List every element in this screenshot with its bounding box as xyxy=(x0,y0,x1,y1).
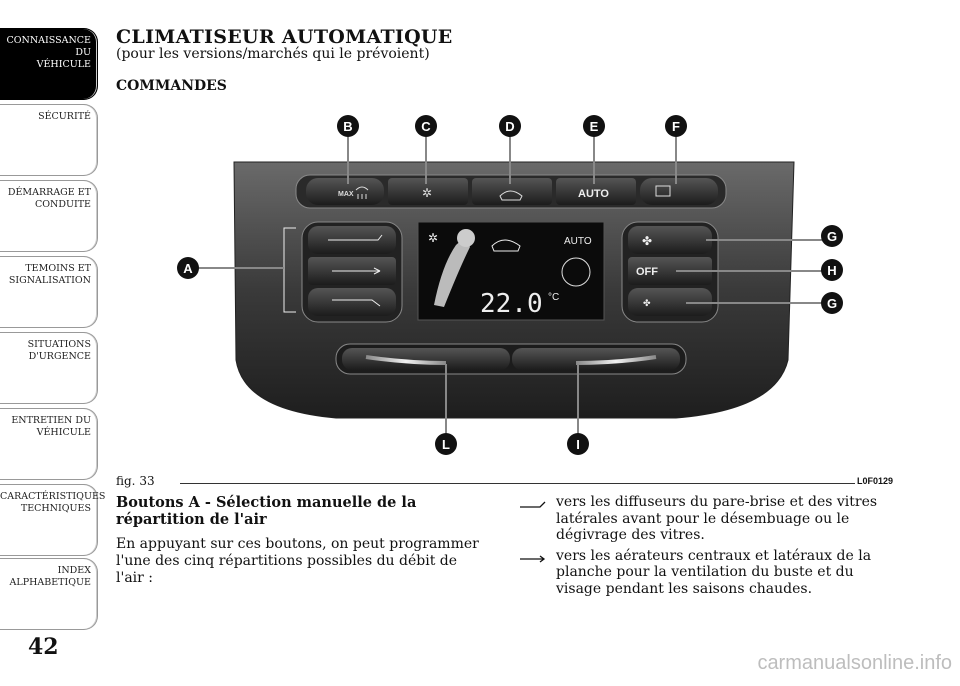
svg-text:C: C xyxy=(421,119,431,134)
tab-index-alphabetique[interactable]: INDEX ALPHABETIQUE xyxy=(0,558,98,630)
tab-caracteristiques-techniques[interactable]: CARACTÉRISTIQUES TECHNIQUES xyxy=(0,484,106,556)
recirculation-button[interactable] xyxy=(472,178,552,205)
tab-label: SITUATIONS D'URGENCE xyxy=(27,339,91,362)
tab-label: SÉCURITÉ xyxy=(38,111,91,122)
tab-label: CARACTÉRISTIQUES TECHNIQUES xyxy=(0,491,106,514)
watermark: carmanualsonline.info xyxy=(757,652,952,674)
bullet-text: vers les aérateurs centraux et latéraux … xyxy=(556,547,872,597)
figure-rule xyxy=(180,483,855,484)
left-temperature-control[interactable] xyxy=(342,348,510,370)
page-title: CLIMATISEUR AUTOMATIQUE xyxy=(116,26,453,48)
max-defrost-button[interactable]: MAX xyxy=(306,178,384,205)
right-temperature-control[interactable] xyxy=(512,348,680,370)
figure-code: L0F0129 xyxy=(857,476,894,486)
page-number: 42 xyxy=(28,634,59,660)
tab-situations-durgence[interactable]: SITUATIONS D'URGENCE xyxy=(0,332,98,404)
rear-defrost-button[interactable] xyxy=(640,178,718,205)
callout-c: C xyxy=(415,115,437,137)
fan-speed-up-button[interactable]: ✤ xyxy=(628,226,712,254)
callout-g-top: G xyxy=(821,225,843,247)
section-heading: COMMANDES xyxy=(116,78,227,94)
callout-i: I xyxy=(567,433,589,455)
callout-lines-dark xyxy=(198,132,822,434)
svg-text:G: G xyxy=(827,296,837,311)
tab-temoins-et-signalisation[interactable]: TEMOINS ET SIGNALISATION xyxy=(0,256,98,328)
climate-panel-figure: MAX ✲ AUTO ✲ AUTO 22.0 xyxy=(116,100,892,488)
svg-text:F: F xyxy=(672,119,680,134)
tab-label: DÉMARRAGE ET CONDUITE xyxy=(7,187,91,210)
tab-demarrage-et-conduite[interactable]: DÉMARRAGE ET CONDUITE xyxy=(0,180,98,252)
buttons-a-paragraph: En appuyant sur ces boutons, on peut pro… xyxy=(116,536,479,586)
callout-g-bottom: G xyxy=(821,292,843,314)
display-snowflake-icon: ✲ xyxy=(428,231,438,245)
svg-text:B: B xyxy=(343,119,352,134)
svg-text:G: G xyxy=(827,229,837,244)
list-item: vers les aérateurs centraux et latéraux … xyxy=(518,548,898,598)
svg-text:AUTO: AUTO xyxy=(564,236,592,247)
svg-text:AUTO: AUTO xyxy=(578,188,609,200)
bracket xyxy=(283,227,296,313)
callout-f: F xyxy=(665,115,687,137)
bullet-text: vers les diffuseurs du pare-brise et des… xyxy=(556,494,878,543)
svg-text:MAX: MAX xyxy=(338,191,354,198)
svg-text:L: L xyxy=(442,437,450,452)
buttons-a-heading: Boutons A - Sélection manuelle de la rép… xyxy=(116,494,417,528)
body-column-right: vers les diffuseurs du pare-brise et des… xyxy=(518,494,898,601)
callout-b: B xyxy=(337,115,359,137)
body-column-left: Boutons A - Sélection manuelle de la rép… xyxy=(116,494,486,587)
tab-entretien-du-vehicule[interactable]: ENTRETIEN DU VÉHICULE xyxy=(0,408,98,480)
center-distribution-button[interactable] xyxy=(308,257,396,285)
rear-window-defrost-icon xyxy=(655,185,671,197)
svg-text:D: D xyxy=(505,119,514,134)
display-recirculation-icon xyxy=(491,239,521,252)
tab-securite[interactable]: SÉCURITÉ xyxy=(0,104,98,176)
snowflake-icon: ✲ xyxy=(422,186,432,200)
callout-l: L xyxy=(435,433,457,455)
tab-label: ENTRETIEN DU VÉHICULE xyxy=(11,415,91,438)
svg-text:22.0: 22.0 xyxy=(480,289,543,319)
ac-compressor-button[interactable]: ✲ xyxy=(388,178,468,205)
svg-text:✤: ✤ xyxy=(643,299,651,309)
fan-icon xyxy=(561,257,591,287)
auto-button[interactable]: AUTO xyxy=(556,178,636,205)
figure-caption: fig. 33 xyxy=(116,474,155,488)
callout-e: E xyxy=(583,115,605,137)
windshield-defrost-icon xyxy=(355,186,369,199)
occupant-head-icon xyxy=(457,229,475,247)
svg-text:E: E xyxy=(590,119,599,134)
svg-text:H: H xyxy=(827,263,836,278)
fan-speed-down-button[interactable]: ✤ xyxy=(628,288,712,316)
tab-label: TEMOINS ET SIGNALISATION xyxy=(8,263,91,286)
callout-d: D xyxy=(499,115,521,137)
center-vents-icon xyxy=(518,548,556,598)
list-item: vers les diffuseurs du pare-brise et des… xyxy=(518,494,898,544)
svg-text:I: I xyxy=(576,437,580,452)
svg-text:°C: °C xyxy=(548,292,559,303)
seat-icon xyxy=(434,240,470,307)
tab-label: CONNAISSANCE DU VÉHICULE xyxy=(6,35,91,70)
callout-a: A xyxy=(177,257,199,279)
floor-distribution-button[interactable] xyxy=(308,288,396,316)
windshield-distribution-button[interactable] xyxy=(308,226,396,254)
recirculation-icon xyxy=(499,190,523,201)
climate-panel-illustration: MAX ✲ AUTO ✲ AUTO 22.0 xyxy=(177,115,843,455)
svg-text:A: A xyxy=(183,261,193,276)
tab-label: INDEX ALPHABETIQUE xyxy=(9,565,91,588)
windshield-vents-icon xyxy=(518,494,556,544)
callout-h: H xyxy=(821,259,843,281)
page-subtitle: (pour les versions/marchés qui le prévoi… xyxy=(116,46,430,62)
off-button[interactable]: OFF xyxy=(628,257,712,285)
tab-connaissance-du-vehicule[interactable]: CONNAISSANCE DU VÉHICULE xyxy=(0,28,98,100)
svg-text:OFF: OFF xyxy=(636,266,658,278)
svg-text:✤: ✤ xyxy=(642,234,652,248)
